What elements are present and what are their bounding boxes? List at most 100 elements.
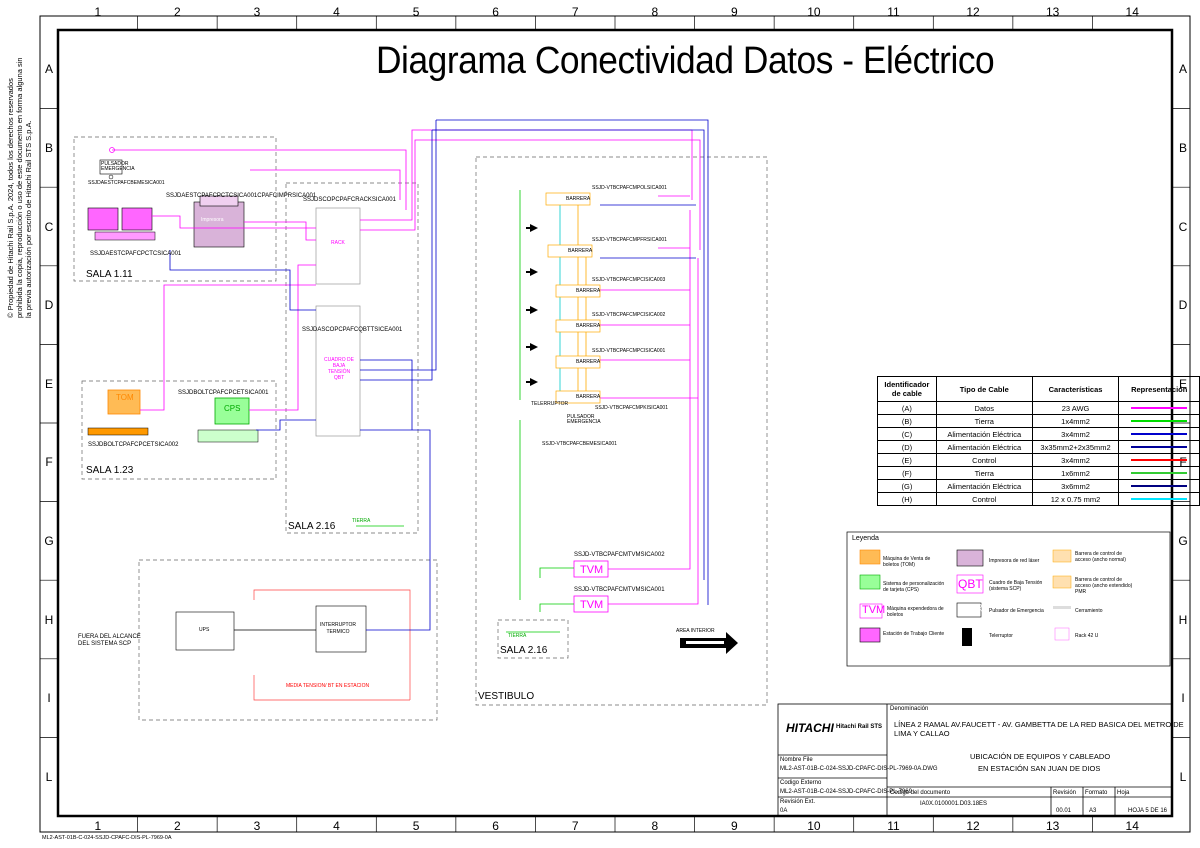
room-label-sala-123: SALA 1.23 <box>86 465 134 476</box>
cable-cell-car: 1x6mm2 <box>1031 466 1120 480</box>
room-label-sala-111: SALA 1.11 <box>86 269 133 280</box>
grid-col-label: 4 <box>333 819 340 833</box>
grid-col-label: 9 <box>731 5 738 19</box>
qbt-box <box>315 305 361 437</box>
cable-cell-tipo: Alimentación Eléctrica <box>935 427 1033 441</box>
codigo-externo-label: Codigo Externo <box>780 780 822 786</box>
grid-col-label: 8 <box>651 5 659 19</box>
cps-monitor <box>214 397 250 425</box>
cable-cell-id: (E) <box>877 453 937 467</box>
vestibulo-box <box>475 156 768 706</box>
legend-item-label: Impresora de red láser <box>989 558 1040 564</box>
hoja: HOJA 5 DE 16 <box>1128 808 1168 814</box>
pc-id: SSJDAESTCPAFCPCTCSICA001 <box>90 251 182 257</box>
grid-row-label: C <box>44 219 54 234</box>
grid-col-label: 1 <box>94 5 102 19</box>
cable-cell-id: (C) <box>877 427 937 441</box>
pulsador2-label: PULSADOR EMERGENCIA <box>567 414 601 425</box>
cable-repr-line <box>1131 472 1188 474</box>
barrier-label: BARRERA <box>568 248 593 254</box>
area-interior-label: AREA INTERIOR <box>676 628 715 634</box>
legend-item-label: Máquina de Venta de boletos (TOM) <box>883 556 931 568</box>
legend-rack-icon <box>1054 627 1070 641</box>
cabling <box>112 119 709 633</box>
legend-item-label: Telerruptor <box>989 633 1013 639</box>
rack-label: RACK <box>331 240 345 246</box>
cable-cell-car: 3x4mm2 <box>1031 453 1120 467</box>
grid-row-label: D <box>44 298 54 313</box>
grid-col-label: 12 <box>966 5 980 19</box>
legend-item-label: Cuadro de Baja Tensión (sistema SCP) <box>989 580 1043 592</box>
pulsador-label: PULSADOR EMERGENCIA <box>101 161 135 172</box>
cable-repr-line <box>1131 420 1188 422</box>
interruptor-label: INTERRUPTOR TERMICO <box>320 622 357 635</box>
header-identificador: Identificador de cable <box>877 376 937 402</box>
grid-col-label: 3 <box>253 819 261 833</box>
barrier-label: BARRERA <box>576 323 601 329</box>
cable-cell-car: 23 AWG <box>1031 401 1120 415</box>
tvm1-id: SSJD-VTBCPAFCMTVMSICA002 <box>574 552 665 558</box>
cps-id: SSJDBOLTCPAFCPCETSICA001 <box>178 390 269 396</box>
legend-item-label: Rack 42 U <box>1075 633 1099 639</box>
cable-cell-id: (H) <box>877 492 937 506</box>
barrier-label: BARRERA <box>576 394 601 400</box>
grid-row-label: I <box>47 691 51 706</box>
cable-repr-line <box>1131 498 1188 500</box>
title-line-2: UBICACIÓN DE EQUIPOS Y CABLEADO <box>970 752 1111 761</box>
formato: A3 <box>1089 808 1097 814</box>
revision-ext: 0A <box>780 808 788 814</box>
legend-pc-icon <box>859 627 881 643</box>
barrier-label: BARRERA <box>566 196 591 202</box>
legend-title: Leyenda <box>852 535 879 542</box>
grid-row-label: B <box>1178 140 1187 155</box>
barrier-id: SSJD-VTBCPAFCMPFRSICA001 <box>592 237 667 243</box>
cable-cell-representacion <box>1118 427 1200 441</box>
grid-row-label: I <box>1181 691 1185 706</box>
legend-icons <box>859 549 1072 646</box>
grid-row-label: F <box>45 455 53 470</box>
barrier-id: SSJD-VTBCPAFCMPOLSICA001 <box>592 185 667 191</box>
room-boxes <box>73 136 768 721</box>
cable-cell-tipo: Tierra <box>935 466 1033 480</box>
denominacion-label: Denominación <box>890 706 929 712</box>
header-caracteristicas: Características <box>1031 376 1120 402</box>
barrier-id: SSJD-VTBCPAFCMPCISICA002 <box>592 312 666 318</box>
pulsador-id: SSJDAESTCPAFCBEMESICA001 <box>88 180 165 186</box>
cable-cell-representacion <box>1118 492 1200 506</box>
sala-111-equipment <box>87 147 245 248</box>
formato-label: Formato <box>1085 790 1108 796</box>
barrier-box <box>555 355 601 369</box>
revision-label: Revisión <box>1053 790 1077 796</box>
legend-printer-icon <box>956 549 984 567</box>
codigo-doc: IA0X.0100001.D03.18ES <box>920 801 988 807</box>
sala-123-equipment <box>87 389 259 443</box>
area-interior-arrow <box>680 632 738 654</box>
barrier-box <box>545 192 591 206</box>
cable-cell-tipo: Alimentación Eléctrica <box>935 440 1033 454</box>
cable-cell-representacion <box>1118 453 1200 467</box>
header-representacion: Representación <box>1118 376 1200 402</box>
cable-cell-representacion <box>1118 401 1200 415</box>
pulsador2-id: SSJD-VTBCPAFCBEMESICA001 <box>542 441 617 447</box>
cable-table: Identificador de cable Tipo de Cable Car… <box>877 376 1200 506</box>
legend-tvm-icon <box>859 603 883 619</box>
qbt-label: CUADRO DE BAJA TENSIÓN QBT <box>324 357 355 381</box>
grid-row-label: L <box>45 769 53 784</box>
grid-row-label: E <box>44 376 53 391</box>
cable-cell-car: 1x4mm2 <box>1031 414 1120 428</box>
room-label-sala-216: SALA 2.16 <box>288 521 336 532</box>
grid-row-label: H <box>44 612 54 627</box>
legend-item-label: Pulsador de Emergencia <box>989 608 1044 614</box>
barrier-box <box>555 319 601 333</box>
tom-id: SSJDBOLTCPAFCPCETSICA002 <box>88 442 179 448</box>
printer-label: Impresora <box>201 217 224 223</box>
cable-cell-tipo: Tierra <box>935 414 1033 428</box>
revision-ext-label: Revisión Ext. <box>780 799 816 805</box>
barrier-box <box>547 244 593 258</box>
barrier-id: SSJD-VTBCPAFCMPCISICA001 <box>592 348 666 354</box>
grid-col-label: 13 <box>1045 819 1060 833</box>
cable-repr-line <box>1131 485 1188 487</box>
